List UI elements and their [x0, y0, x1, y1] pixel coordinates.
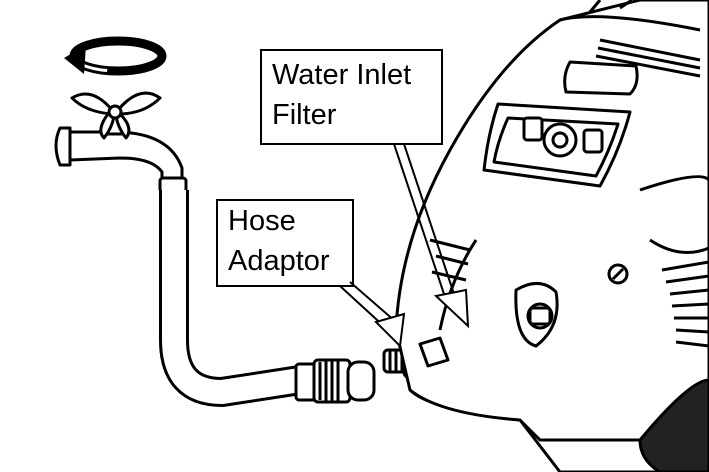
pressure-washer-body [394, 0, 709, 472]
callout-water-inlet-filter: Water Inlet Filter [260, 49, 470, 329]
callout-label-line2: Adaptor [228, 245, 330, 277]
callout-label-line1: Hose [228, 205, 296, 237]
callout-box [260, 49, 443, 145]
pointer-arrow [393, 143, 470, 329]
water-tap [54, 91, 188, 194]
callout-label-line2: Filter [272, 99, 337, 131]
rotation-arrow-icon [64, 36, 167, 76]
pointer-arrow [339, 281, 406, 349]
garden-hose [159, 190, 303, 407]
callout-label-line1: Water Inlet [272, 59, 411, 91]
callout-hose-adaptor: Hose Adaptor [216, 199, 406, 349]
hose-coupler [294, 358, 376, 404]
callout-box [216, 199, 354, 287]
